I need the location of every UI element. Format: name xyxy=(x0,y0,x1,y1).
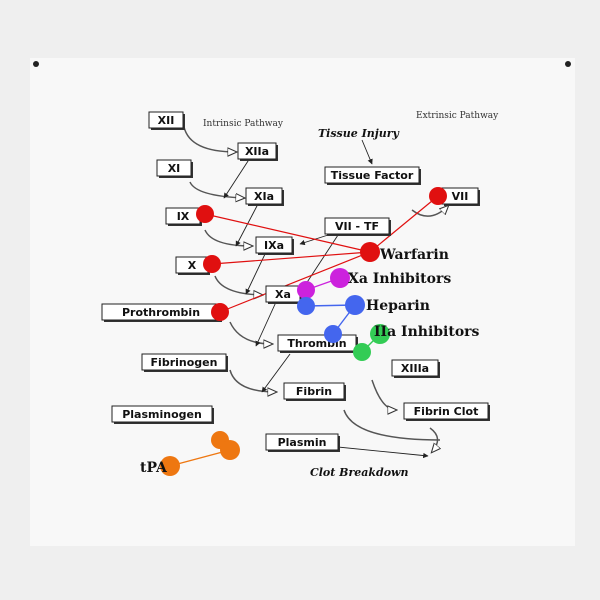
factor-ix-box: IX xyxy=(165,207,202,226)
arrow-ixa-activates-x xyxy=(245,251,267,295)
intrinsic-pathway-label: Intrinsic Pathway xyxy=(203,119,284,129)
iia-inhibitors-label: IIa Inhibitors xyxy=(374,324,480,340)
factor-plasminogen-box: Plasminogen xyxy=(111,405,214,424)
warfarin-dot-x xyxy=(203,255,221,273)
arrow-clot-breakdown xyxy=(429,427,438,452)
clot-breakdown-label: Clot Breakdown xyxy=(310,466,409,479)
hanging-pin-left xyxy=(33,61,39,67)
arrow-fibrin-to-clot xyxy=(343,409,441,441)
arrow-thrombin-activates-fibrinogen xyxy=(261,353,291,393)
warfarin-lines xyxy=(204,195,439,313)
arrow-vii-to-viitf xyxy=(411,206,448,217)
heparin-dot-thrombin xyxy=(324,325,342,343)
arrow-tissue-injury xyxy=(361,139,373,165)
warfarin-hub-dot xyxy=(360,242,380,262)
warfarin-dot-vii xyxy=(429,187,447,205)
factor-xiia-box: XIIa xyxy=(237,142,278,161)
factor-fibrin-clot-box: Fibrin Clot xyxy=(403,402,490,421)
factor-xii-box: XII xyxy=(148,111,185,130)
factor-ix-label: IX xyxy=(177,210,190,223)
tpa-label: tPA xyxy=(140,460,168,476)
warfarin-dot-ix xyxy=(196,205,214,223)
xa-inhibitors-label: Xa Inhibitors xyxy=(348,271,451,287)
tpa-hub-dot xyxy=(160,456,180,476)
factor-fibrinogen-box: Fibrinogen xyxy=(141,353,228,372)
factor-thrombin-box: Thrombin xyxy=(277,334,358,353)
warfarin-label: Warfarin xyxy=(379,247,449,263)
arrow-xiia-activates-xi xyxy=(223,157,251,199)
factor-xi-box: XI xyxy=(156,159,193,178)
arrow-xa-activates-prothrombin xyxy=(255,301,277,347)
arrow-fibrinogen-to-fibrin xyxy=(229,369,276,392)
arrow-prothrombin-to-thrombin xyxy=(229,321,272,344)
xa-inhibitor-hub-dot xyxy=(330,268,350,288)
factor-plasmin-label: Plasmin xyxy=(278,436,327,449)
factor-prothrombin-label: Prothrombin xyxy=(122,306,200,319)
factor-fibrin-clot-label: Fibrin Clot xyxy=(414,405,479,418)
factor-vii-box: VII xyxy=(441,187,480,206)
factor-xia-label: XIa xyxy=(254,190,274,203)
factor-ixa-label: IXa xyxy=(264,239,284,252)
factor-boxes: XII XIIa XI XIa IX IXa xyxy=(101,111,490,452)
heparin-dot-xa xyxy=(297,297,315,315)
hanging-pin-right xyxy=(565,61,571,67)
tissue-injury-label: Tissue Injury xyxy=(318,127,400,140)
arrow-xia-activates-ix xyxy=(235,203,259,247)
factor-xa-box: Xa xyxy=(265,285,302,304)
arrow-xiiia-to-clot xyxy=(371,379,396,410)
arrow-x-to-xa xyxy=(214,275,262,295)
iia-inhibitor-dot-thrombin xyxy=(353,343,371,361)
factor-vii-tf-box: VII - TF xyxy=(324,217,391,236)
iia-inhibitor-hub-dot xyxy=(370,324,390,344)
factor-plasminogen-label: Plasminogen xyxy=(122,408,202,421)
heparin-hub-dot xyxy=(345,295,365,315)
factor-vii-tf-label: VII - TF xyxy=(335,220,379,233)
warfarin-dot-prothrombin xyxy=(211,303,229,321)
factor-x-box: X xyxy=(175,256,210,275)
factor-fibrin-box: Fibrin xyxy=(283,382,346,401)
conversion-arrows xyxy=(183,126,448,452)
tpa-dot-plasmin xyxy=(220,440,240,460)
factor-fibrin-label: Fibrin xyxy=(296,385,332,398)
extrinsic-pathway-label: Extrinsic Pathway xyxy=(416,111,499,121)
heparin-label: Heparin xyxy=(366,298,430,314)
factor-xia-box: XIa xyxy=(245,187,284,206)
factor-ixa-box: IXa xyxy=(255,236,294,255)
factor-xi-label: XI xyxy=(168,162,181,175)
factor-xiia-label: XIIa xyxy=(245,145,269,158)
arrow-xii-to-xiia xyxy=(183,126,236,152)
factor-plasmin-box: Plasmin xyxy=(265,433,340,452)
factor-prothrombin-box: Prothrombin xyxy=(101,303,222,322)
factor-xa-label: Xa xyxy=(275,288,291,301)
factor-tissue-factor-label: Tissue Factor xyxy=(331,169,414,182)
xa-inhibitor-dot-xa xyxy=(297,281,315,299)
factor-tissue-factor-box: Tissue Factor xyxy=(324,166,421,185)
factor-xiiia-box: XIIIa xyxy=(391,359,440,378)
arrow-xi-to-xia xyxy=(189,181,244,198)
factor-x-label: X xyxy=(188,259,197,272)
arrow-ix-to-ixa xyxy=(204,229,252,246)
factor-xii-label: XII xyxy=(158,114,175,127)
factor-vii-label: VII xyxy=(452,190,469,203)
arrow-viitf-activates-x xyxy=(301,231,341,291)
factor-xiiia-label: XIIIa xyxy=(401,362,429,375)
factor-fibrinogen-label: Fibrinogen xyxy=(151,356,218,369)
inhibitor-dots xyxy=(160,187,447,476)
